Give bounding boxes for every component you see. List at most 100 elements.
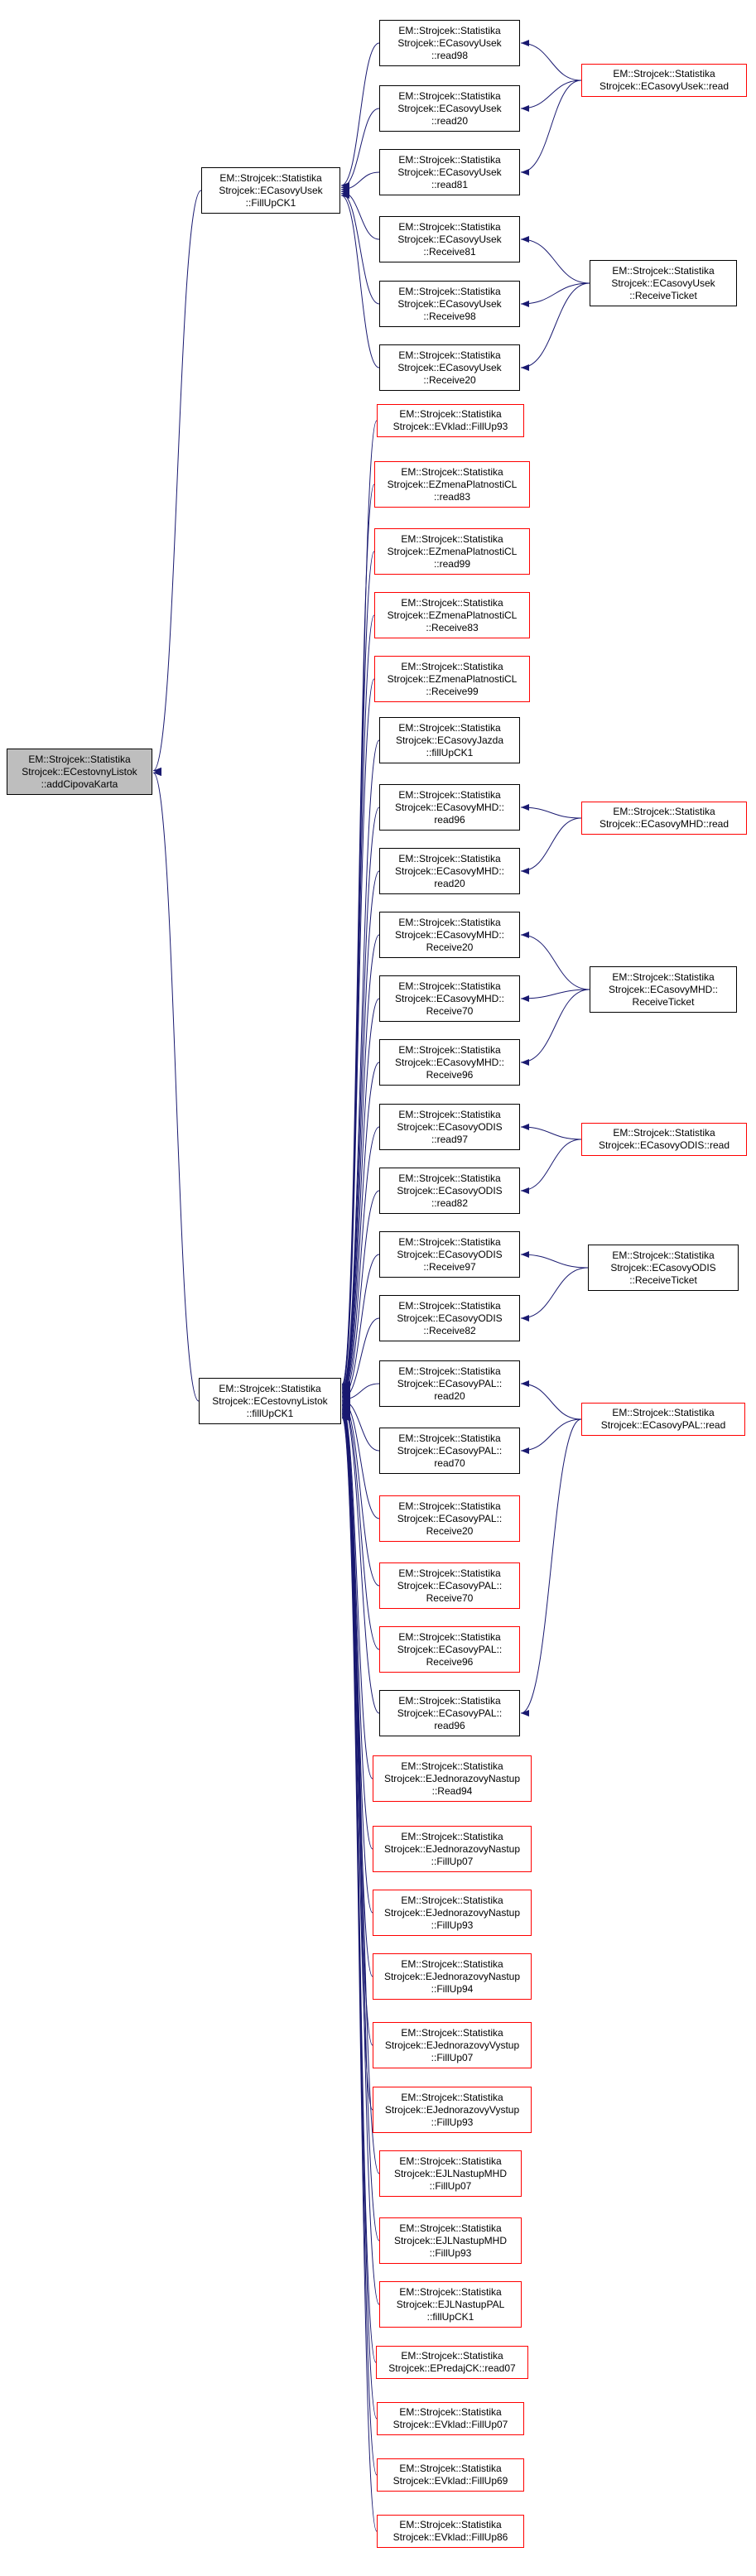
call-edge-odis_read-to-odis_read82 — [520, 1139, 582, 1194]
node-label-line: Strojcek::EJednorazovyVystup — [384, 2103, 520, 2116]
node-label-line: EM::Strojcek::Statistika — [612, 1407, 715, 1418]
call-edge-mhd_Receive96-to-cl_fillUpCK1 — [341, 1062, 380, 1398]
node-label-line: Strojcek::ECestovnyListok — [22, 765, 137, 778]
node-label-line: EM::Strojcek::Statistika — [398, 89, 501, 102]
node-label-line: ::Receive81 — [423, 245, 476, 258]
node-label-line: read20 — [434, 1389, 465, 1402]
node-label-line: ::ReceiveTicket — [629, 1274, 697, 1286]
node-label-line: ::fillUpCK1 — [246, 1407, 294, 1419]
call-edge-usek_ReceiveTicket-to-usek_Receive81 — [520, 236, 590, 284]
call-edge-odis_read97-to-cl_fillUpCK1 — [341, 1126, 380, 1399]
node-label-line: Strojcek::EZmenaPlatnostiCL — [387, 672, 518, 685]
node-label-line: EM::Strojcek::Statistika — [398, 1694, 501, 1707]
node-label-line: Strojcek::EJLNastupMHD — [393, 2234, 508, 2246]
node-label-line: EM::Strojcek::Statistika — [613, 806, 715, 817]
node-label-line: ::read82 — [431, 1197, 469, 1209]
node-label-line: EM::Strojcek::Statistika — [399, 408, 502, 420]
call-edge-evklad_FillUp69-to-cl_fillUpCK1 — [341, 1413, 378, 2476]
node-label-line: Strojcek::ECasovyUsek — [611, 277, 715, 289]
node-label-line: ::FillUp07 — [429, 2179, 472, 2192]
node-label-line: ::fillUpCK1 — [426, 2310, 474, 2323]
node-label-line: Strojcek::ECasovyODIS::read — [598, 1139, 730, 1151]
node-label-line: EM::Strojcek::Statistika — [399, 2222, 502, 2234]
call-edge-mhd_ReceiveTicket-to-mhd_Receive20 — [520, 932, 590, 990]
node-label-line: Strojcek::ECasovyUsek — [397, 102, 502, 114]
call-edge-mhd_ReceiveTicket-to-mhd_Receive96 — [520, 989, 590, 1066]
node-label-line: ::FillUpCK1 — [245, 196, 296, 209]
node-label-line: Strojcek::EVklad::FillUp69 — [392, 2475, 508, 2487]
call-edge-usek_read-to-usek_read20 — [520, 79, 582, 112]
node-label-line: EM::Strojcek::Statistika — [399, 2406, 502, 2418]
node-label-line: EM::Strojcek::Statistika — [401, 660, 503, 672]
node-label-line: EM::Strojcek::Statistika — [399, 2519, 502, 2530]
call-edge-mhd_read-to-mhd_read96 — [520, 804, 582, 819]
node-label-line: EM::Strojcek::Statistika — [398, 1043, 501, 1056]
node-label-line: Strojcek::ECasovyMHD:: — [394, 801, 505, 813]
node-label-line: Strojcek::ECasovyUsek — [397, 297, 502, 310]
call-edge-evklad_FillUp86-to-cl_fillUpCK1 — [341, 1415, 378, 2532]
node-label-line: EM::Strojcek::Statistika — [398, 1432, 501, 1444]
node-label-line: EM::Strojcek::Statistika — [398, 788, 501, 801]
node-label-line: Strojcek::ECasovyPAL:: — [397, 1643, 503, 1655]
call-edge-ejlpal_fillUpCK1-to-cl_fillUpCK1 — [341, 1410, 380, 2305]
call-edge-ezm_read99-to-cl_fillUpCK1 — [341, 551, 375, 1389]
call-edge-ejn_FillUp07-to-cl_fillUpCK1 — [341, 1404, 373, 1850]
node-label-line: ::Receive98 — [423, 310, 476, 322]
call-edge-odis_read-to-odis_read97 — [520, 1124, 582, 1140]
node-label-line: EM::Strojcek::Statistika — [398, 1500, 501, 1512]
call-edge-jazda_fillUpCK1-to-cl_fillUpCK1 — [341, 739, 380, 1393]
node-label-line: Strojcek::ECasovyPAL:: — [397, 1377, 503, 1389]
node-label-line: Strojcek::ECasovyUsek — [397, 361, 502, 373]
